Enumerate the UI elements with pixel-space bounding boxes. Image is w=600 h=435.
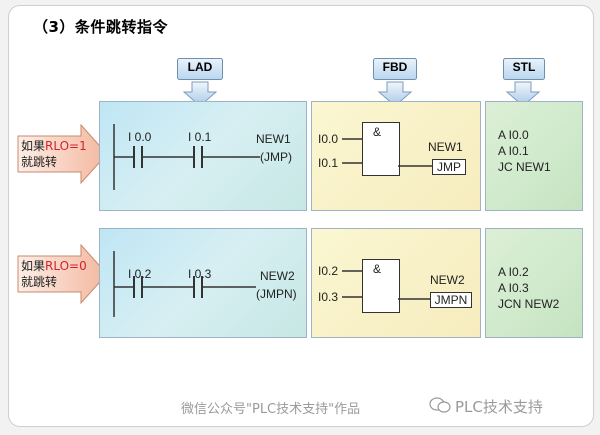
fbd-input-2: I0.1 — [318, 156, 339, 170]
and-gate-symbol: & — [373, 125, 382, 139]
right-arrow-icon — [17, 123, 108, 185]
fbd-input-1: I0.2 — [318, 264, 339, 278]
cond-prefix: 如果 — [21, 139, 46, 153]
stl-line: A I0.2 — [498, 265, 529, 279]
header-stl-label: STL — [512, 60, 536, 74]
cond-rlo: RLO=1 — [45, 139, 87, 153]
ladder-rung-2 — [113, 251, 256, 317]
header-arrows — [182, 81, 541, 107]
stl-line: JCN NEW2 — [498, 297, 560, 311]
stl-line: A I0.3 — [498, 281, 529, 295]
jump-label: NEW1 — [256, 132, 291, 146]
page-title: （3）条件跳转指令 — [33, 18, 168, 36]
header-fbd: FBD — [373, 58, 417, 80]
lad-panel-2: I 0.2 I 0.3 NEW2 (JMPN) — [99, 228, 307, 338]
stl-panel-1: A I0.0 A I0.1 JC NEW1 — [485, 101, 583, 211]
and-gate-2 — [362, 259, 400, 313]
fbd-jump-label: NEW1 — [428, 140, 463, 154]
and-gate-symbol: & — [373, 262, 382, 276]
stl-panel-2: A I0.2 A I0.3 JCN NEW2 — [485, 228, 583, 338]
header-tag-icon — [503, 58, 545, 80]
fbd-wires-2 — [342, 270, 430, 300]
cond-prefix: 如果 — [21, 259, 46, 273]
contact-label-1: I 0.2 — [128, 267, 152, 281]
and-gate-1 — [362, 122, 400, 176]
fbd-jump-box: JMP — [432, 159, 466, 175]
coil-label: (JMPN) — [256, 287, 297, 301]
header-lad-label: LAD — [187, 60, 213, 74]
contact-label-2: I 0.3 — [188, 267, 212, 281]
down-arrow-icon — [182, 81, 218, 107]
diagram-frame: （3）条件跳转指令 LAD FBD STL 如果RLO=1 就跳转 — [8, 5, 594, 427]
condition-label-2: 如果RLO=0 就跳转 — [21, 258, 87, 290]
condition-arrow-2 — [17, 243, 109, 308]
header-lad: LAD — [177, 58, 223, 80]
contact-label-2: I 0.1 — [188, 130, 212, 144]
fbd-panel-2: & I0.2 I0.3 NEW2 JMPN — [311, 228, 481, 338]
watermark-left: 微信公众号"PLC技术支持"作品 — [181, 402, 361, 417]
condition-arrow-1 — [17, 123, 109, 188]
stl-line: A I0.0 — [498, 128, 529, 142]
header-tag-icon — [177, 58, 223, 80]
cond-rlo: RLO=0 — [45, 259, 87, 273]
header-fbd-label: FBD — [382, 60, 408, 74]
header-tag-icon — [373, 58, 417, 80]
down-arrow-icon — [505, 81, 541, 107]
header-stl: STL — [503, 58, 545, 80]
coil-label: (JMP) — [260, 150, 292, 164]
wechat-logo-icon — [429, 397, 451, 413]
jump-label: NEW2 — [260, 269, 295, 283]
lad-panel-1: I 0.0 I 0.1 NEW1 (JMP) — [99, 101, 307, 211]
ladder-rung-1 — [113, 124, 260, 190]
cond-suffix: 就跳转 — [21, 275, 58, 289]
fbd-input-2: I0.3 — [318, 290, 339, 304]
contact-label-1: I 0.0 — [128, 130, 152, 144]
condition-label-1: 如果RLO=1 就跳转 — [21, 138, 87, 170]
cond-suffix: 就跳转 — [21, 155, 58, 169]
fbd-input-1: I0.0 — [318, 132, 339, 146]
fbd-jump-label: NEW2 — [430, 273, 465, 287]
down-arrow-icon — [377, 81, 413, 107]
fbd-panel-1: & I0.0 I0.1 NEW1 JMP — [311, 101, 481, 211]
stl-line: JC NEW1 — [498, 160, 551, 174]
fbd-jump-box: JMPN — [430, 292, 472, 308]
fbd-wires-1 — [342, 138, 432, 167]
right-arrow-icon — [17, 243, 108, 305]
stl-line: A I0.1 — [498, 144, 529, 158]
watermark-right: PLC技术支持 — [455, 398, 543, 416]
